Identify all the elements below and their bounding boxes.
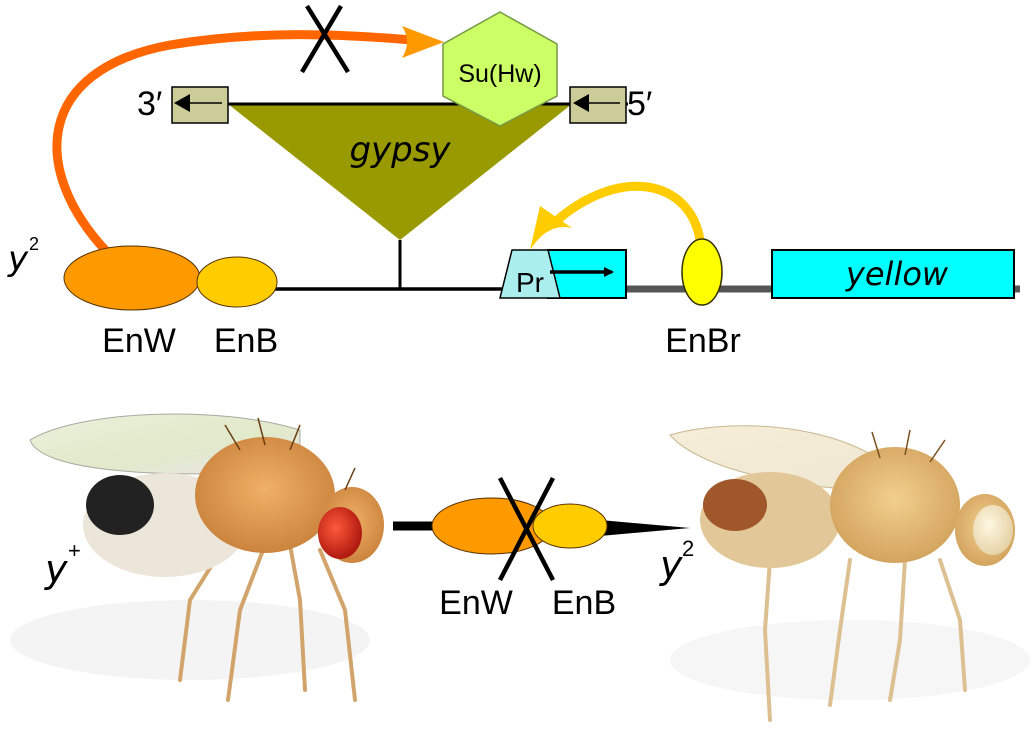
five-prime-label: 5′ [627, 85, 652, 123]
enbr-enhancer [681, 238, 723, 306]
svg-text:2: 2 [682, 536, 694, 561]
enbr-label: EnBr [665, 322, 741, 360]
enhancer-deleted-x-mark [498, 476, 555, 582]
promoter-shape [499, 249, 561, 299]
orange-enhancer-arrow [52, 26, 444, 257]
gypsy-label: gypsy [349, 130, 451, 170]
enb-enhancer [196, 256, 278, 308]
enw-label: EnW [102, 322, 176, 360]
ltr-5-prime [569, 86, 627, 124]
blocked-x-mark [300, 4, 350, 74]
svg-text:y: y [659, 543, 683, 587]
yellow-enhancer-arrow [530, 181, 705, 250]
svg-text:2: 2 [29, 234, 39, 254]
wild-type-fly-photo [10, 413, 384, 702]
wild-type-allele-label: y + [44, 538, 81, 591]
y2-mutant-fly-photo [669, 425, 1030, 722]
enw-label-bottom: EnW [439, 584, 513, 622]
promoter-label: Pr [516, 267, 544, 298]
enw-enhancer [63, 245, 201, 311]
ltr-3-prime [171, 86, 229, 124]
svg-text:y: y [7, 239, 29, 279]
svg-text:y: y [44, 547, 68, 591]
mutant-allele-label: y 2 [659, 536, 694, 587]
three-prime-label: 3′ [137, 85, 162, 123]
exon-1-box [547, 249, 627, 299]
y2-allele-label: y 2 [7, 234, 39, 279]
enb-label-bottom: EnB [552, 584, 616, 622]
enb-enhancer-bottom [532, 503, 608, 549]
svg-text:+: + [68, 538, 81, 563]
su-hw-hexagon [442, 11, 558, 127]
su-hw-label: Su(Hw) [458, 60, 541, 88]
yellow-gene-box [771, 249, 1015, 299]
yellow-gene-label: yellow [845, 255, 949, 293]
enb-label: EnB [214, 322, 278, 360]
gypsy-triangle [228, 104, 572, 240]
